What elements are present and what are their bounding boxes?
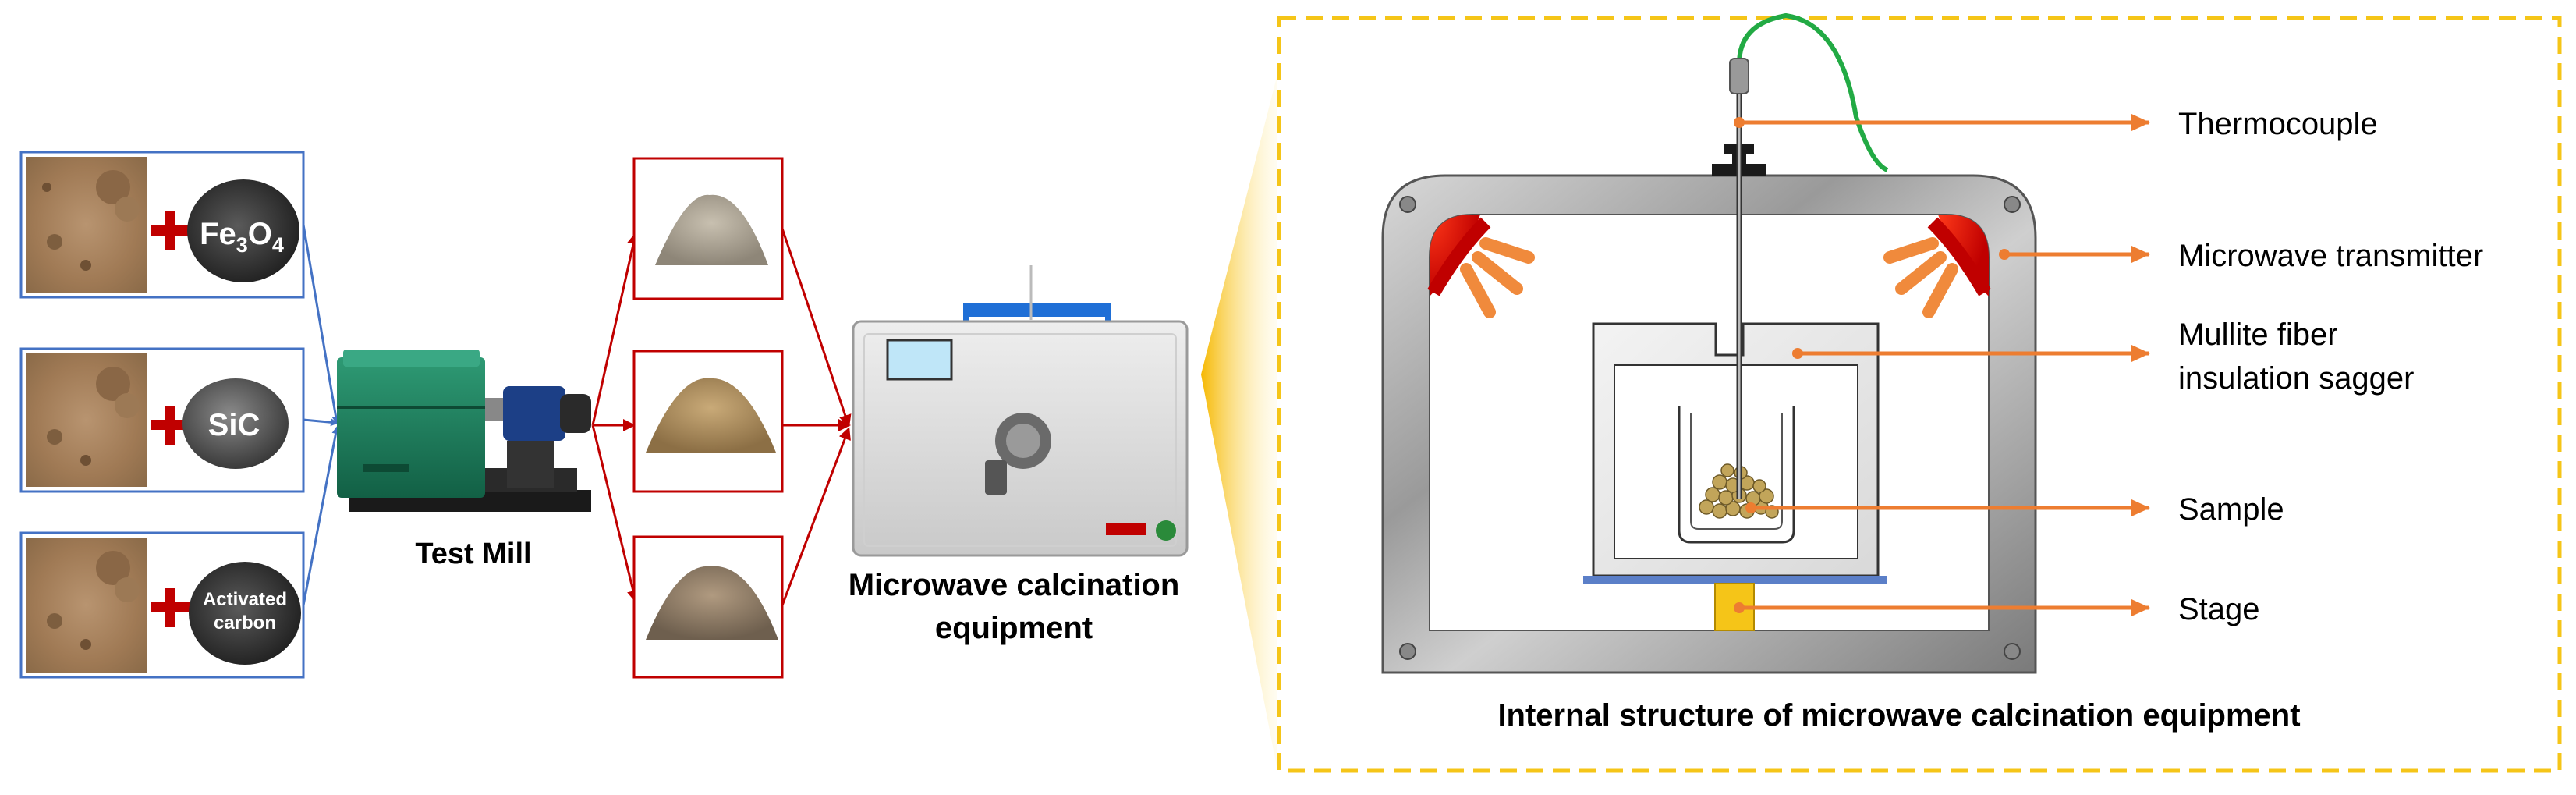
material-row-fe3o4: Fe3O4 bbox=[19, 151, 305, 299]
sic-label: SiC bbox=[208, 408, 260, 442]
sample-powder-photo bbox=[646, 566, 778, 640]
test-mill-photo bbox=[337, 350, 591, 512]
screw-icon bbox=[1399, 196, 1416, 213]
plus-icon bbox=[151, 211, 190, 250]
callout-arrows bbox=[1734, 114, 2150, 616]
material-column: Fe3O4 SiC bbox=[19, 151, 305, 679]
microwave-equipment-photo bbox=[852, 265, 1189, 557]
arrow-line bbox=[781, 427, 851, 606]
equipment-label-line2: equipment bbox=[935, 611, 1093, 645]
plus-icon bbox=[151, 588, 190, 627]
activated-carbon-label-line2: carbon bbox=[214, 612, 276, 634]
label-sample: Sample bbox=[2178, 492, 2284, 527]
equipment-label-line1: Microwave calcination bbox=[849, 568, 1180, 602]
fe3o4-powder-photo bbox=[187, 179, 299, 282]
label-microwave-transmitter: Microwave transmitter bbox=[2178, 239, 2483, 273]
zoom-beam bbox=[1201, 74, 1277, 771]
arrow-line bbox=[591, 424, 640, 603]
label-sagger-line1: Mullite fiber bbox=[2178, 318, 2338, 352]
soil-photo bbox=[26, 538, 147, 673]
label-stage: Stage bbox=[2178, 592, 2260, 626]
screw-icon bbox=[2004, 643, 2021, 660]
arrow-line bbox=[591, 232, 640, 426]
callout-labels: Thermocouple Microwave transmitter Mulli… bbox=[2178, 107, 2483, 626]
screw-icon bbox=[1399, 643, 1416, 660]
structure-frame bbox=[1277, 16, 2562, 773]
arrow-line bbox=[303, 418, 338, 427]
microwave-transmitter-left bbox=[1427, 215, 1535, 318]
material-row-activated-carbon: Activated carbon bbox=[19, 531, 305, 679]
plus-icon bbox=[151, 406, 190, 445]
mixed-sample-column bbox=[632, 157, 784, 679]
mix-to-mill-arrows bbox=[302, 224, 340, 606]
arrow-line bbox=[781, 228, 852, 428]
microwave-transmitter-right bbox=[1883, 215, 1991, 318]
soil-photo bbox=[26, 353, 147, 487]
samples-to-equipment-arrows bbox=[781, 228, 852, 606]
material-row-sic: SiC bbox=[19, 347, 305, 493]
screw-icon bbox=[2004, 196, 2021, 213]
sample-powder-photo bbox=[655, 194, 768, 265]
arrow-line bbox=[302, 224, 340, 424]
thermocouple bbox=[1712, 12, 1889, 499]
sic-powder-photo bbox=[182, 378, 289, 469]
label-sagger-line2: insulation sagger bbox=[2178, 361, 2414, 396]
test-mill-label: Test Mill bbox=[415, 538, 531, 570]
mill-to-samples-arrows bbox=[591, 232, 640, 603]
soil-photo bbox=[26, 157, 147, 293]
activated-carbon-label-line1: Activated bbox=[203, 589, 287, 610]
activated-carbon-powder-photo bbox=[189, 562, 301, 665]
structure-title: Internal structure of microwave calcinat… bbox=[1497, 698, 2300, 733]
sample-powder-photo bbox=[646, 378, 776, 453]
label-thermocouple: Thermocouple bbox=[2178, 107, 2378, 141]
fe3o4-label: Fe3O4 bbox=[200, 217, 284, 257]
arrow-line bbox=[302, 426, 340, 606]
